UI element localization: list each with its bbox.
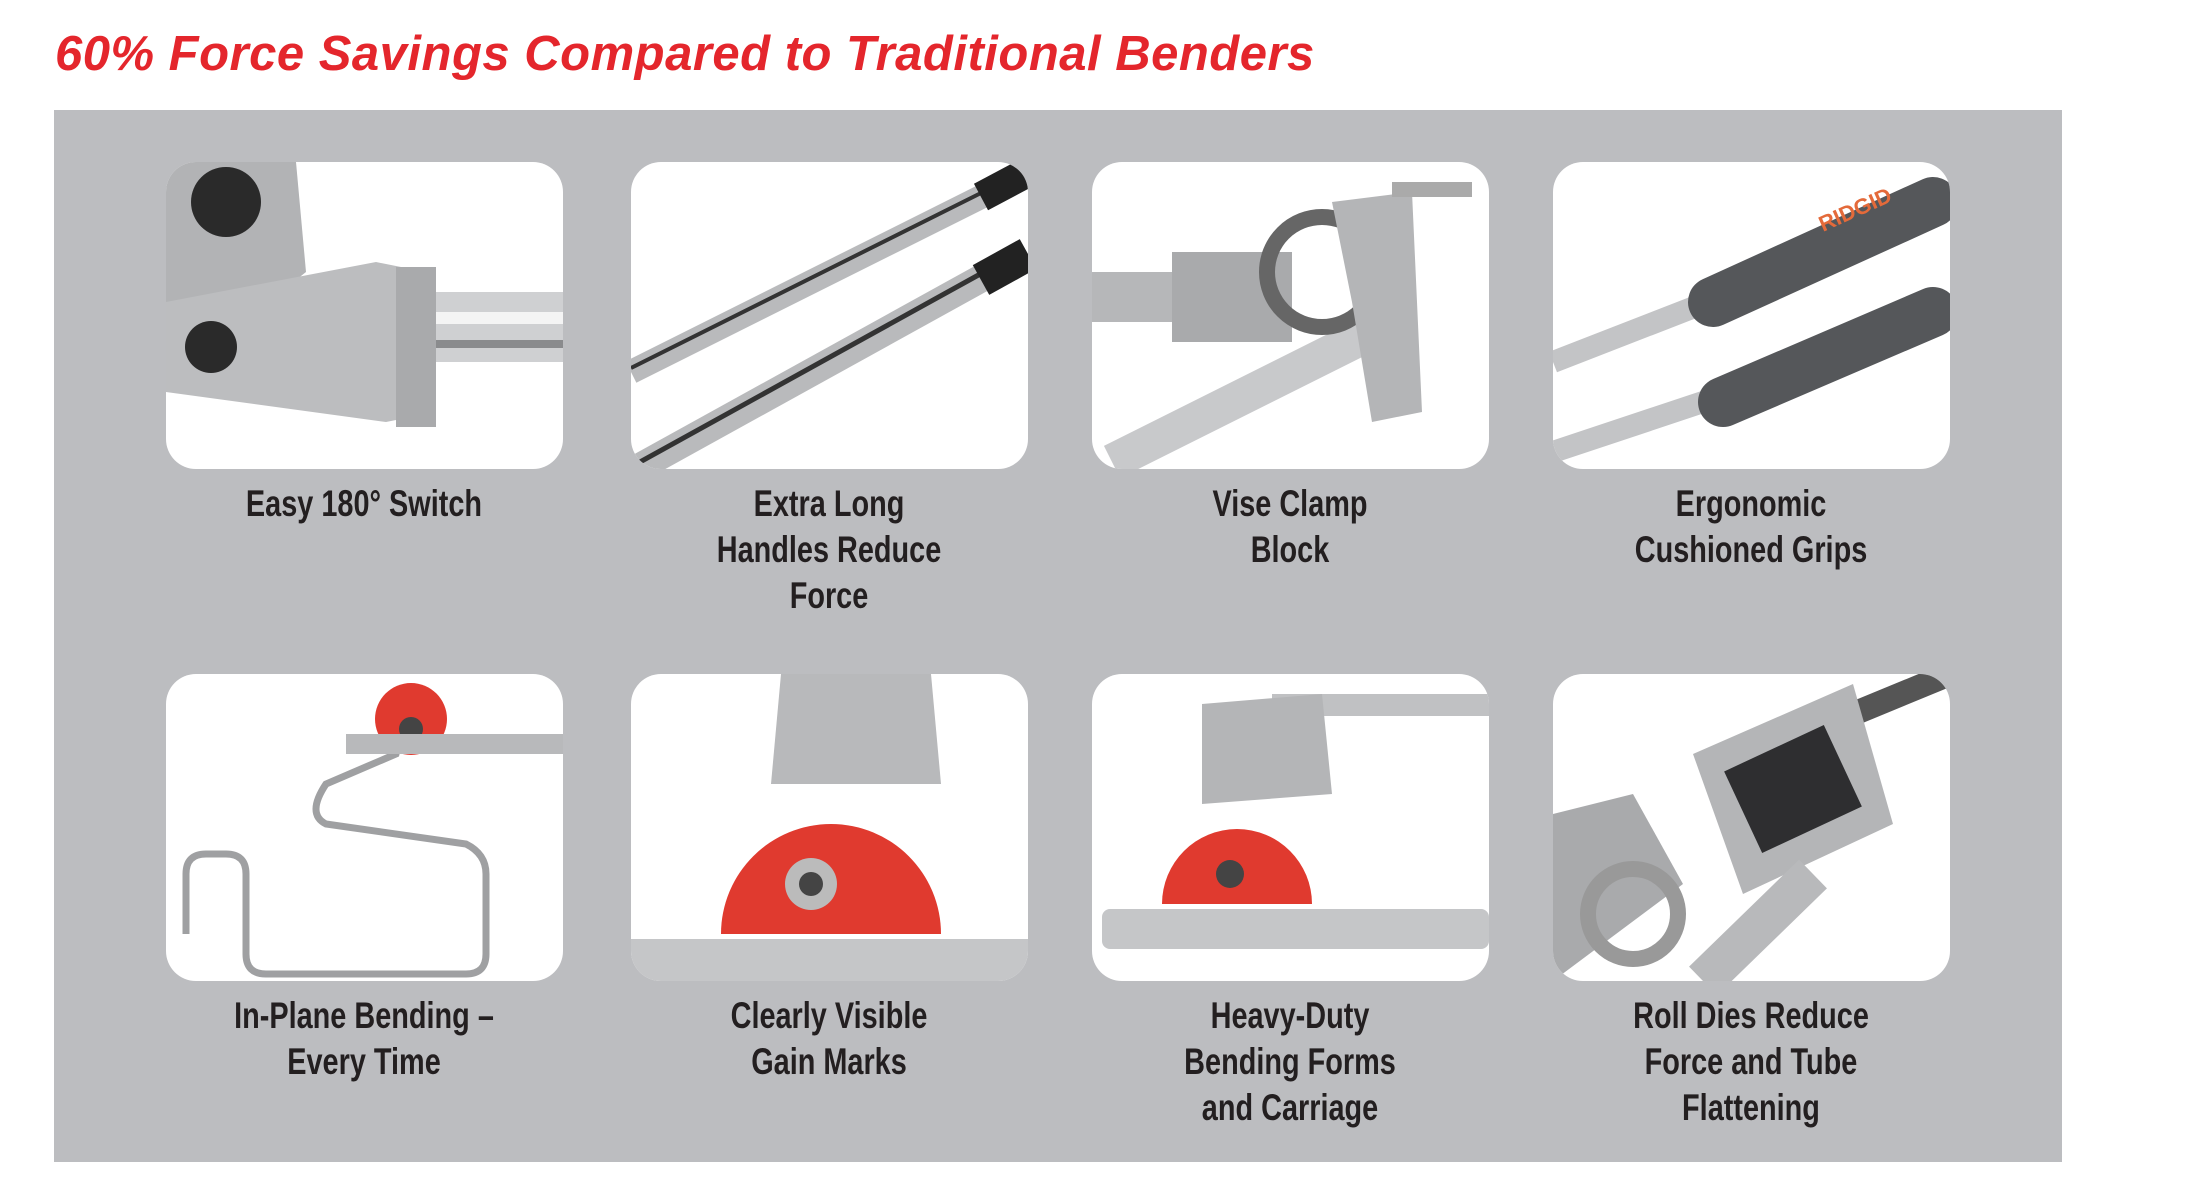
label-line: Ergonomic — [1675, 483, 1827, 524]
label-line: Force and Tube — [1644, 1041, 1858, 1082]
label-line: Heavy-Duty — [1210, 995, 1370, 1036]
label-line: Roll Dies Reduce — [1633, 995, 1869, 1036]
label-line: Every Time — [287, 1041, 441, 1082]
feature-label: Ergonomic Cushioned Grips — [1556, 481, 1946, 573]
label-line: Force — [789, 575, 869, 616]
label-line: Bending Forms — [1184, 1041, 1396, 1082]
feature-vise-clamp: Vise Clamp Block — [1092, 162, 1489, 573]
gain-dial-image — [631, 674, 1028, 981]
label-line: Handles Reduce — [716, 529, 942, 570]
roll-dies-image — [1553, 674, 1950, 981]
long-handles-image — [631, 162, 1028, 469]
bent-tube-image — [166, 674, 563, 981]
feature-in-plane: In-Plane Bending – Every Time — [166, 674, 563, 1085]
feature-label: Vise Clamp Block — [1095, 481, 1485, 573]
label-line: Flattening — [1682, 1087, 1820, 1128]
label-line: Vise Clamp — [1212, 483, 1368, 524]
feature-label: Clearly Visible Gain Marks — [634, 993, 1024, 1085]
feature-label: Easy 180° Switch — [169, 481, 559, 527]
feature-gain-marks: Clearly Visible Gain Marks — [631, 674, 1028, 1085]
label-line: Cushioned Grips — [1634, 529, 1868, 570]
grips-image: RIDGID — [1553, 162, 1950, 469]
feature-label: Extra Long Handles Reduce Force — [634, 481, 1024, 619]
label-line: and Carriage — [1201, 1087, 1379, 1128]
feature-long-handles: Extra Long Handles Reduce Force — [631, 162, 1028, 619]
bending-form-image — [1092, 674, 1489, 981]
feature-roll-dies: Roll Dies Reduce Force and Tube Flatteni… — [1553, 674, 1950, 1131]
label-line: Gain Marks — [751, 1041, 907, 1082]
feature-label: Roll Dies Reduce Force and Tube Flatteni… — [1556, 993, 1946, 1131]
label-line: Clearly Visible — [730, 995, 928, 1036]
label-line: Easy 180° Switch — [245, 483, 483, 524]
label-line: In-Plane Bending – — [234, 995, 494, 1036]
label-line: Block — [1250, 529, 1330, 570]
feature-label: Heavy-Duty Bending Forms and Carriage — [1095, 993, 1485, 1131]
feature-easy-switch: Easy 180° Switch — [166, 162, 563, 527]
feature-label: In-Plane Bending – Every Time — [169, 993, 559, 1085]
feature-bending-forms: Heavy-Duty Bending Forms and Carriage — [1092, 674, 1489, 1131]
feature-grips: RIDGID Ergonomic Cushioned Grips — [1553, 162, 1950, 573]
vise-clamp-image — [1092, 162, 1489, 469]
switch-head-image — [166, 162, 563, 469]
label-line: Extra Long — [753, 483, 905, 524]
page-title: 60% Force Savings Compared to Traditiona… — [55, 27, 1315, 81]
